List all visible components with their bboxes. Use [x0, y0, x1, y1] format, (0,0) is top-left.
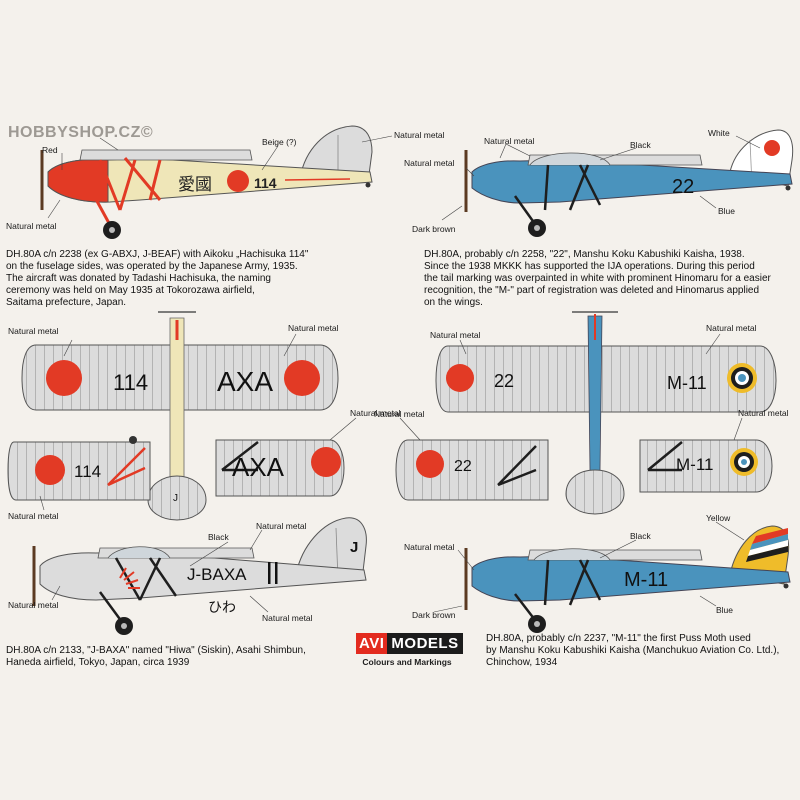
- callout-natural-metal: Natural metal: [484, 136, 535, 146]
- callout-natural-metal: Natural metal: [288, 323, 339, 333]
- right-upper-wing-number: 22: [494, 371, 514, 391]
- callout-black: Black: [630, 531, 651, 541]
- logo-subtitle: Colours and Markings: [362, 657, 452, 667]
- aircraft-1-caption: DH.80A c/n 2238 (ex G-ABXJ, J-BEAF) with…: [6, 249, 309, 308]
- aircraft-1-side-view: [40, 125, 373, 239]
- logo-models: MODELS: [387, 632, 463, 654]
- aircraft-4-fuselage: [471, 555, 791, 602]
- aircraft-3-fuselage: [39, 551, 367, 601]
- aircraft-1-tail: [299, 125, 373, 183]
- aircraft-1-kanji: 愛國: [178, 175, 212, 195]
- left-upper-wing-registration: AXA: [217, 366, 273, 397]
- right-planform: [395, 311, 777, 515]
- callout-dark-brown: Dark brown: [412, 610, 456, 620]
- aircraft-4-caption: DH.80A, probably c/n 2237, "M-11" the fi…: [486, 633, 780, 668]
- callout-natural-metal: Natural metal: [262, 613, 313, 623]
- aircraft-3-name: ひわ: [208, 600, 236, 616]
- callout-yellow: Yellow: [706, 513, 731, 523]
- callout-lines: [39, 135, 761, 613]
- watermark: HOBBYSHOP.CZ©: [8, 124, 154, 141]
- left-tailplane-letter: J: [173, 493, 178, 504]
- callout-black: Black: [208, 532, 229, 542]
- callout-natural-metal: Natural metal: [374, 409, 425, 419]
- aircraft-3-registration: J-BAXA: [187, 565, 247, 584]
- left-lower-wing-number: 114: [74, 462, 101, 481]
- callout-natural-metal: Natural metal: [8, 600, 59, 610]
- aircraft-2-fuselage: [471, 159, 793, 204]
- callout-natural-metal: Natural metal: [430, 330, 481, 340]
- left-planform: [7, 311, 345, 521]
- logo-avi: AVI: [356, 632, 388, 654]
- callout-blue: Blue: [718, 206, 736, 216]
- callout-natural-metal: Natural metal: [8, 326, 59, 336]
- aircraft-3-side-view: [32, 517, 367, 635]
- callout-natural-metal: Natural metal: [706, 323, 757, 333]
- aircraft-3-caption: DH.80A c/n 2133, "J-BAXA" named "Hiwa" (…: [6, 645, 306, 668]
- right-upper-wing-registration: M-11: [667, 373, 707, 393]
- left-lower-wing-2: [215, 439, 345, 497]
- aircraft-2-side-view: [464, 129, 794, 237]
- callout-natural-metal: Natural metal: [350, 408, 401, 418]
- right-lower-wing-number: 22: [454, 458, 472, 475]
- aircraft-1-hinomaru: [227, 170, 249, 192]
- aircraft-2-side-number: 22: [672, 176, 694, 198]
- aircraft-1-side-number: 114: [254, 175, 277, 191]
- left-lower-wing-registration: AXA: [232, 452, 285, 482]
- left-upper-wing-number: 114: [113, 370, 148, 395]
- callout-red: Red: [42, 145, 58, 155]
- aircraft-3-tail-letter: J: [350, 539, 358, 556]
- callout-natural-metal: Natural metal: [6, 221, 57, 231]
- aircraft-4-registration: M-11: [624, 569, 668, 591]
- aircraft-4-side-view: [464, 525, 791, 633]
- callout-beige: Beige (?): [262, 137, 297, 147]
- callout-black: Black: [630, 140, 651, 150]
- right-lower-wing-registration: M-11: [676, 455, 713, 474]
- right-upper-wing: [435, 345, 777, 413]
- callout-natural-metal: Natural metal: [394, 130, 445, 140]
- callout-blue: Blue: [716, 605, 734, 615]
- callout-natural-metal: Natural metal: [404, 542, 455, 552]
- callout-dark-brown: Dark brown: [412, 224, 456, 234]
- callout-white: White: [708, 128, 730, 138]
- aircraft-2-caption: DH.80A, probably c/n 2258, "22", Manshu …: [424, 249, 771, 308]
- callout-natural-metal: Natural metal: [404, 158, 455, 168]
- callout-natural-metal: Natural metal: [256, 521, 307, 531]
- callout-natural-metal: Natural metal: [8, 511, 59, 521]
- callout-natural-metal: Natural metal: [738, 408, 789, 418]
- aircraft-3-tail: [295, 517, 367, 581]
